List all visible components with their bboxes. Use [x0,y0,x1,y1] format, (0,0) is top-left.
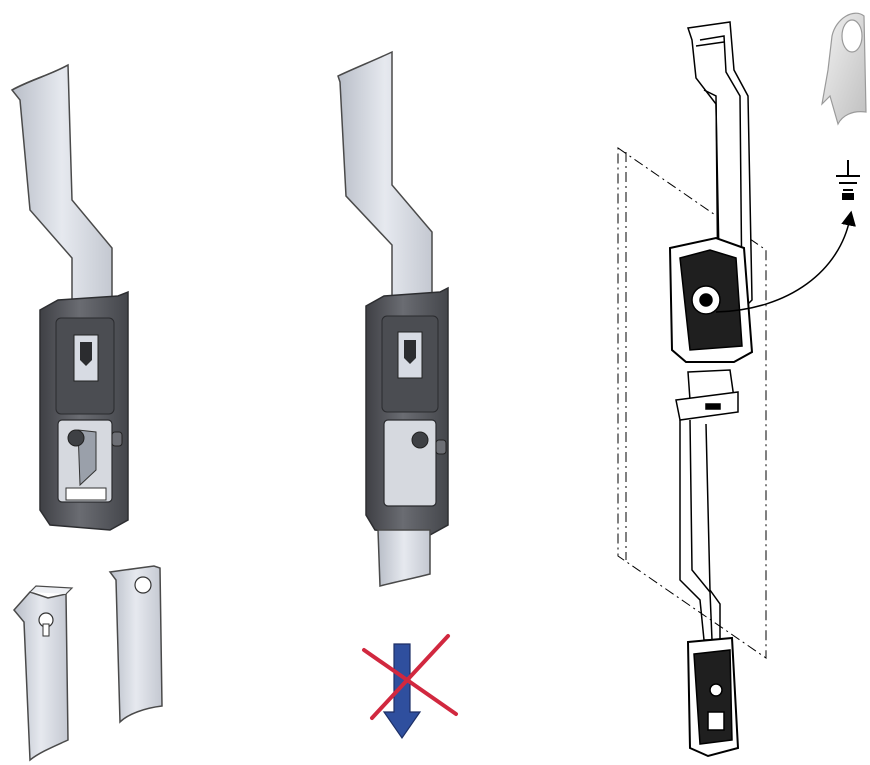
strap-upper-2 [337,50,433,321]
round-hole-tab-icon [108,565,163,724]
ground-connection-arrow [715,210,856,313]
ground-symbol-icon [836,160,860,200]
panel-bracket-with-strap [10,63,129,531]
panel-bracket-strap-pushed [337,50,449,587]
keyhole-tab-icon [13,585,74,762]
prohibited-direction-icon [362,634,458,740]
grounding-clip-icon [821,12,867,126]
strap-lower-2 [377,529,431,587]
panel-assembly-exploded [617,21,767,758]
strap-upper [10,63,113,321]
